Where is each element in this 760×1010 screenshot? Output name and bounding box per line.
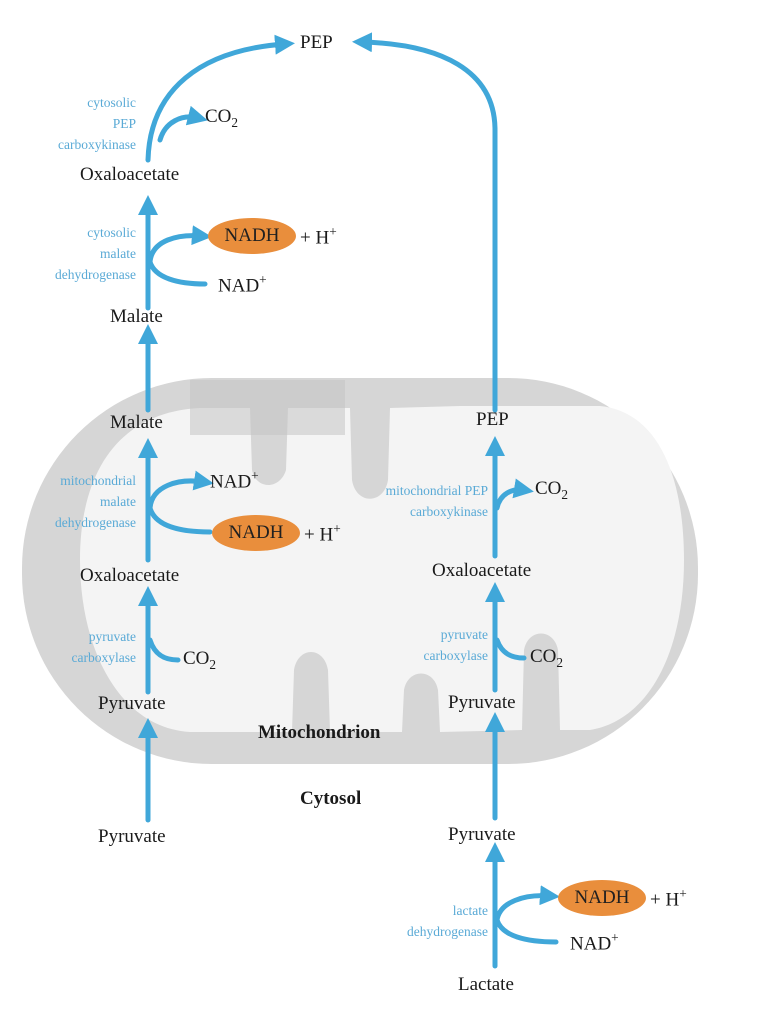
nadh-badge-ldh: NADH (558, 880, 646, 916)
nadh-badge-mito: NADH (212, 515, 300, 551)
arrow-nadh-formed-ldh (494, 885, 560, 923)
arrow-oxaloacetate-to-pep-cytosol (145, 34, 295, 163)
oxaloacetate-label-mito-right: Oxaloacetate (432, 560, 532, 581)
nad-plus-label-ldh: NAD+ (570, 930, 619, 955)
pep-label-top: PEP (300, 32, 333, 53)
arrow-nad-formed-mito (147, 470, 214, 511)
enzyme-pyruvate-carboxylase-right: pyruvate carboxylase (423, 627, 488, 663)
lactate-label: Lactate (458, 974, 514, 995)
co2-label-mito-pepck: CO2 (535, 478, 569, 502)
nadh-badge-cytosol: NADH (208, 218, 296, 254)
malate-label-mito: Malate (110, 412, 163, 433)
co2-label-top: CO2 (205, 106, 239, 130)
arrow-nad-consumed-cytosol (147, 259, 208, 287)
arrow-co2-consumed-left (147, 637, 181, 663)
cytosol-label: Cytosol (300, 788, 362, 809)
oxaloacetate-label-cytosol: Oxaloacetate (80, 164, 180, 185)
co2-label-mito-right: CO2 (530, 646, 564, 670)
arrow-nadh-consumed-mito (147, 505, 213, 535)
arrow-paths (138, 32, 560, 969)
co2-label-mito-left: CO2 (183, 648, 217, 672)
h-plus-label-cytosol: + H+ (300, 224, 337, 249)
nad-plus-label-mito: NAD+ (210, 468, 259, 493)
pyruvate-label-mito-left: Pyruvate (98, 693, 166, 714)
malate-label-cytosol: Malate (110, 306, 163, 327)
arrow-mito-pep-to-cytosol-pep (352, 32, 498, 413)
enzyme-cytosolic-mdh: cytosolic malate dehydrogenase (55, 225, 136, 282)
enzyme-cytosolic-pepck: cytosolic PEP carboxykinase (58, 95, 136, 152)
pep-label-mito: PEP (476, 409, 509, 430)
oxaloacetate-label-mito-left: Oxaloacetate (80, 565, 180, 586)
arrow-nadh-formed-cytosol (147, 225, 212, 265)
enzyme-pyruvate-carboxylase-left: pyruvate carboxylase (71, 629, 136, 665)
h-plus-label-ldh: + H+ (650, 886, 687, 911)
enzyme-mito-mdh: mitochondrial malate dehydrogenase (55, 473, 136, 530)
arrow-co2-consumed-right (494, 637, 527, 661)
h-plus-label-mito: + H+ (304, 521, 341, 546)
mitochondrion-label: Mitochondrion (258, 722, 381, 743)
nad-plus-label-cytosol: NAD+ (218, 272, 267, 297)
arrow-co2-release-top (157, 105, 208, 143)
enzyme-lactate-dehydrogenase: lactate dehydrogenase (407, 903, 488, 939)
mitochondrion-stipple (190, 380, 345, 435)
arrow-nad-consumed-ldh (494, 917, 559, 945)
pyruvate-label-mito-right: Pyruvate (448, 692, 516, 713)
pyruvate-label-cytosol-right: Pyruvate (448, 824, 516, 845)
enzyme-mito-pepck: mitochondrial PEP carboxykinase (385, 483, 488, 519)
pyruvate-label-cytosol-left: Pyruvate (98, 826, 166, 847)
arrow-co2-release-mito (494, 478, 534, 511)
